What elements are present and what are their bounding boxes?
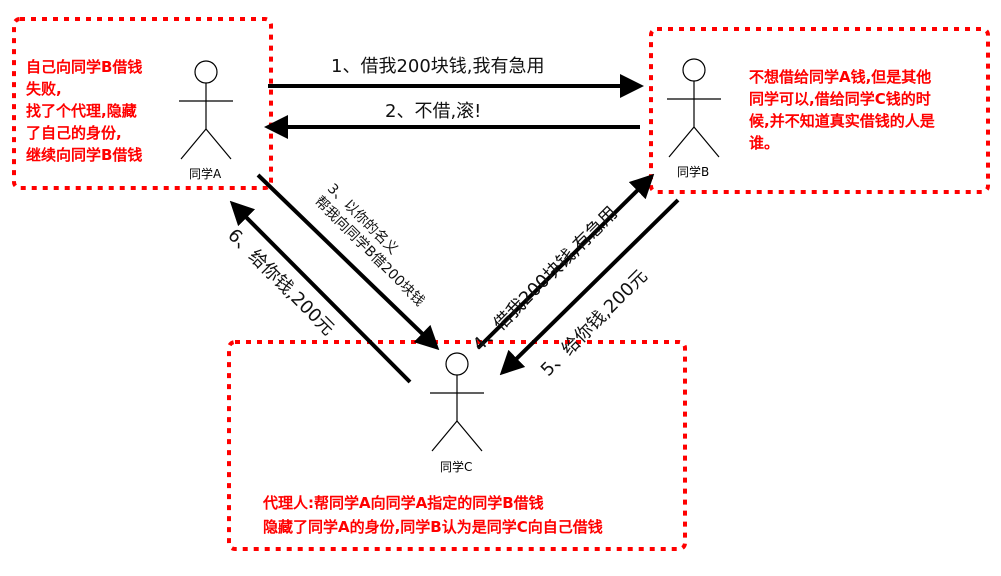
note-b-line: 同学可以,借给同学C钱的时: [749, 90, 931, 108]
actor-a-figure: [179, 60, 233, 160]
actor-b-name: 同学B: [677, 165, 710, 179]
note-a-line: 自己向同学B借钱: [26, 58, 143, 76]
actor-a-name: 同学A: [189, 167, 222, 181]
note-c: 代理人:帮同学A向同学A指定的同学B借钱 隐藏了同学A的身份,同学B认为是同学C…: [263, 491, 603, 539]
actor-c-figure: [430, 352, 484, 452]
note-b: 不想借给同学A钱,但是其他 同学可以,借给同学C钱的时 候,并不知道真实借钱的人…: [749, 66, 935, 154]
arrow-step6: [229, 200, 412, 384]
note-b-line: 不想借给同学A钱,但是其他: [749, 68, 932, 86]
box-b: [649, 27, 990, 194]
box-c: [227, 340, 687, 551]
actor-b-figure: [667, 58, 721, 158]
arrow-step4: [476, 173, 655, 350]
note-a: 自己向同学B借钱 失败, 找了个代理,隐藏 了自己的身份, 继续向同学B借钱: [26, 56, 142, 166]
arrow-step3: [256, 173, 440, 351]
note-b-line: 谁。: [749, 134, 780, 152]
label-step2: 2、不借,滚!: [385, 101, 482, 122]
note-a-line: 继续向同学B借钱: [26, 146, 143, 164]
arrow-step5: [499, 198, 680, 376]
note-a-line: 了自己的身份,: [26, 124, 122, 142]
note-c-line: 隐藏了同学A的身份,同学B认为是同学C向自己借钱: [263, 518, 603, 536]
actor-c-name: 同学C: [440, 460, 473, 474]
note-c-line: 代理人:帮同学A向同学A指定的同学B借钱: [263, 494, 544, 512]
note-a-line: 找了个代理,隐藏: [26, 102, 137, 120]
box-a: [12, 17, 273, 190]
label-step1: 1、借我200块钱,我有急用: [331, 56, 545, 77]
note-b-line: 候,并不知道真实借钱的人是: [749, 112, 935, 130]
note-a-line: 失败,: [26, 80, 62, 98]
